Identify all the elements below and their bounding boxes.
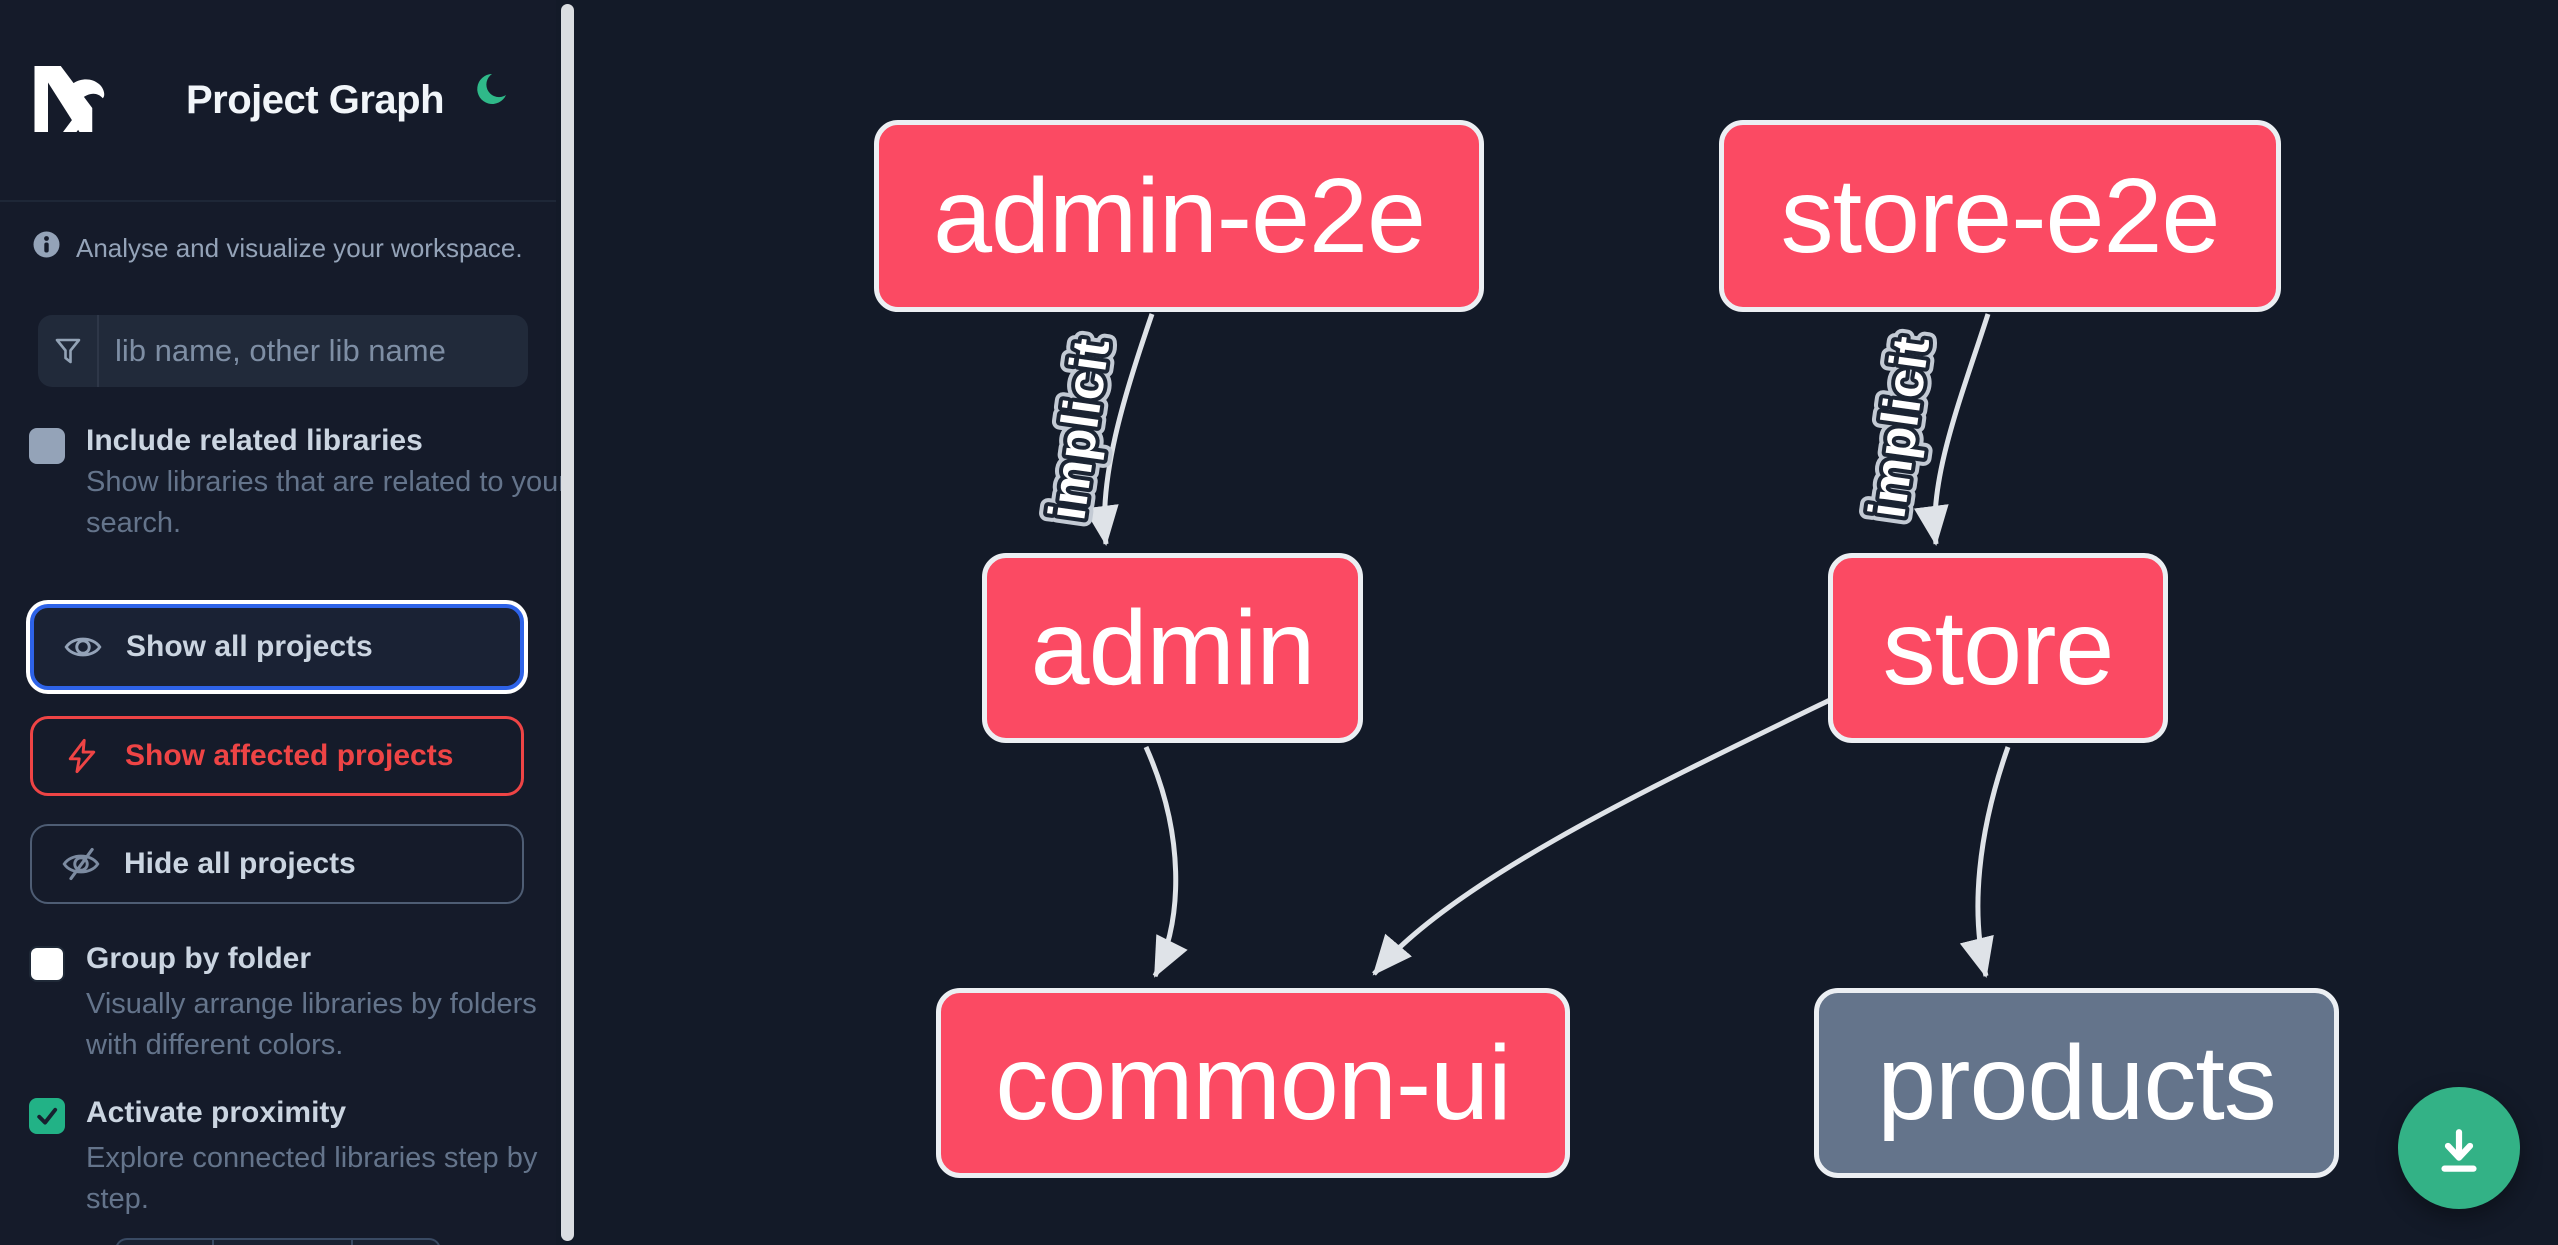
activate-proximity-label[interactable]: Activate proximity xyxy=(86,1096,347,1129)
include-related-description: Show libraries that are related to your … xyxy=(86,466,568,539)
project-node-store[interactable]: store xyxy=(1828,553,2168,743)
group-by-folder-checkbox[interactable] xyxy=(29,946,65,982)
proximity-decrement-button[interactable] xyxy=(117,1240,212,1245)
show-all-projects-button[interactable]: Show all projects xyxy=(30,604,524,690)
project-node-common-ui[interactable]: common-ui xyxy=(936,988,1570,1178)
search-input[interactable] xyxy=(99,333,528,369)
info-icon xyxy=(33,231,60,258)
group-by-folder-description: Visually arrange libraries by folders wi… xyxy=(86,988,537,1061)
page-title: Project Graph xyxy=(186,78,445,122)
edge-admin-e2e-admin[interactable] xyxy=(1083,313,1155,546)
sidebar: Project Graph Analyse and visualize your… xyxy=(0,0,568,1245)
project-node-store-e2e[interactable]: store-e2e xyxy=(1719,120,2281,312)
proximity-increment-button[interactable] xyxy=(351,1240,439,1245)
include-related-label[interactable]: Include related libraries xyxy=(86,424,423,457)
dark-mode-moon-icon[interactable] xyxy=(470,70,510,110)
show-affected-projects-label: Show affected projects xyxy=(125,739,454,772)
hide-all-projects-button[interactable]: Hide all projects xyxy=(30,824,524,904)
proximity-stepper xyxy=(115,1238,441,1245)
project-node-admin[interactable]: admin xyxy=(982,553,1363,743)
bolt-icon xyxy=(63,737,101,775)
eye-icon xyxy=(64,628,102,666)
check-icon xyxy=(37,1107,58,1125)
download-image-button[interactable] xyxy=(2398,1087,2520,1209)
project-node-admin-e2e[interactable]: admin-e2e xyxy=(874,120,1484,312)
edge-store-products[interactable] xyxy=(1959,746,2011,978)
edge-label-implicit: implicit xyxy=(1038,335,1121,523)
edge-store-common-ui[interactable] xyxy=(1372,697,1832,976)
download-icon xyxy=(2441,1129,2477,1172)
proximity-value xyxy=(212,1240,351,1245)
edge-store-e2e-store[interactable] xyxy=(1913,313,1991,546)
workspace-info-text: Analyse and visualize your workspace. xyxy=(76,233,523,263)
group-by-folder-label[interactable]: Group by folder xyxy=(86,942,311,975)
activate-proximity-description: Explore connected libraries step by step… xyxy=(86,1142,538,1215)
edge-admin-common-ui[interactable] xyxy=(1143,745,1188,978)
hide-all-projects-label: Hide all projects xyxy=(124,847,356,880)
project-node-products[interactable]: products xyxy=(1814,988,2339,1178)
show-all-projects-label: Show all projects xyxy=(126,630,373,663)
activate-proximity-checkbox[interactable] xyxy=(29,1098,65,1134)
eye-off-icon xyxy=(62,845,100,883)
show-affected-projects-button[interactable]: Show affected projects xyxy=(30,716,524,796)
header-divider xyxy=(0,200,556,202)
search-bar xyxy=(38,315,528,387)
sidebar-scrollbar[interactable] xyxy=(561,4,574,1241)
include-related-checkbox[interactable] xyxy=(29,428,65,464)
filter-funnel-icon xyxy=(38,315,99,387)
nx-logo xyxy=(34,66,105,132)
edge-label-implicit: implicit xyxy=(1858,333,1941,521)
